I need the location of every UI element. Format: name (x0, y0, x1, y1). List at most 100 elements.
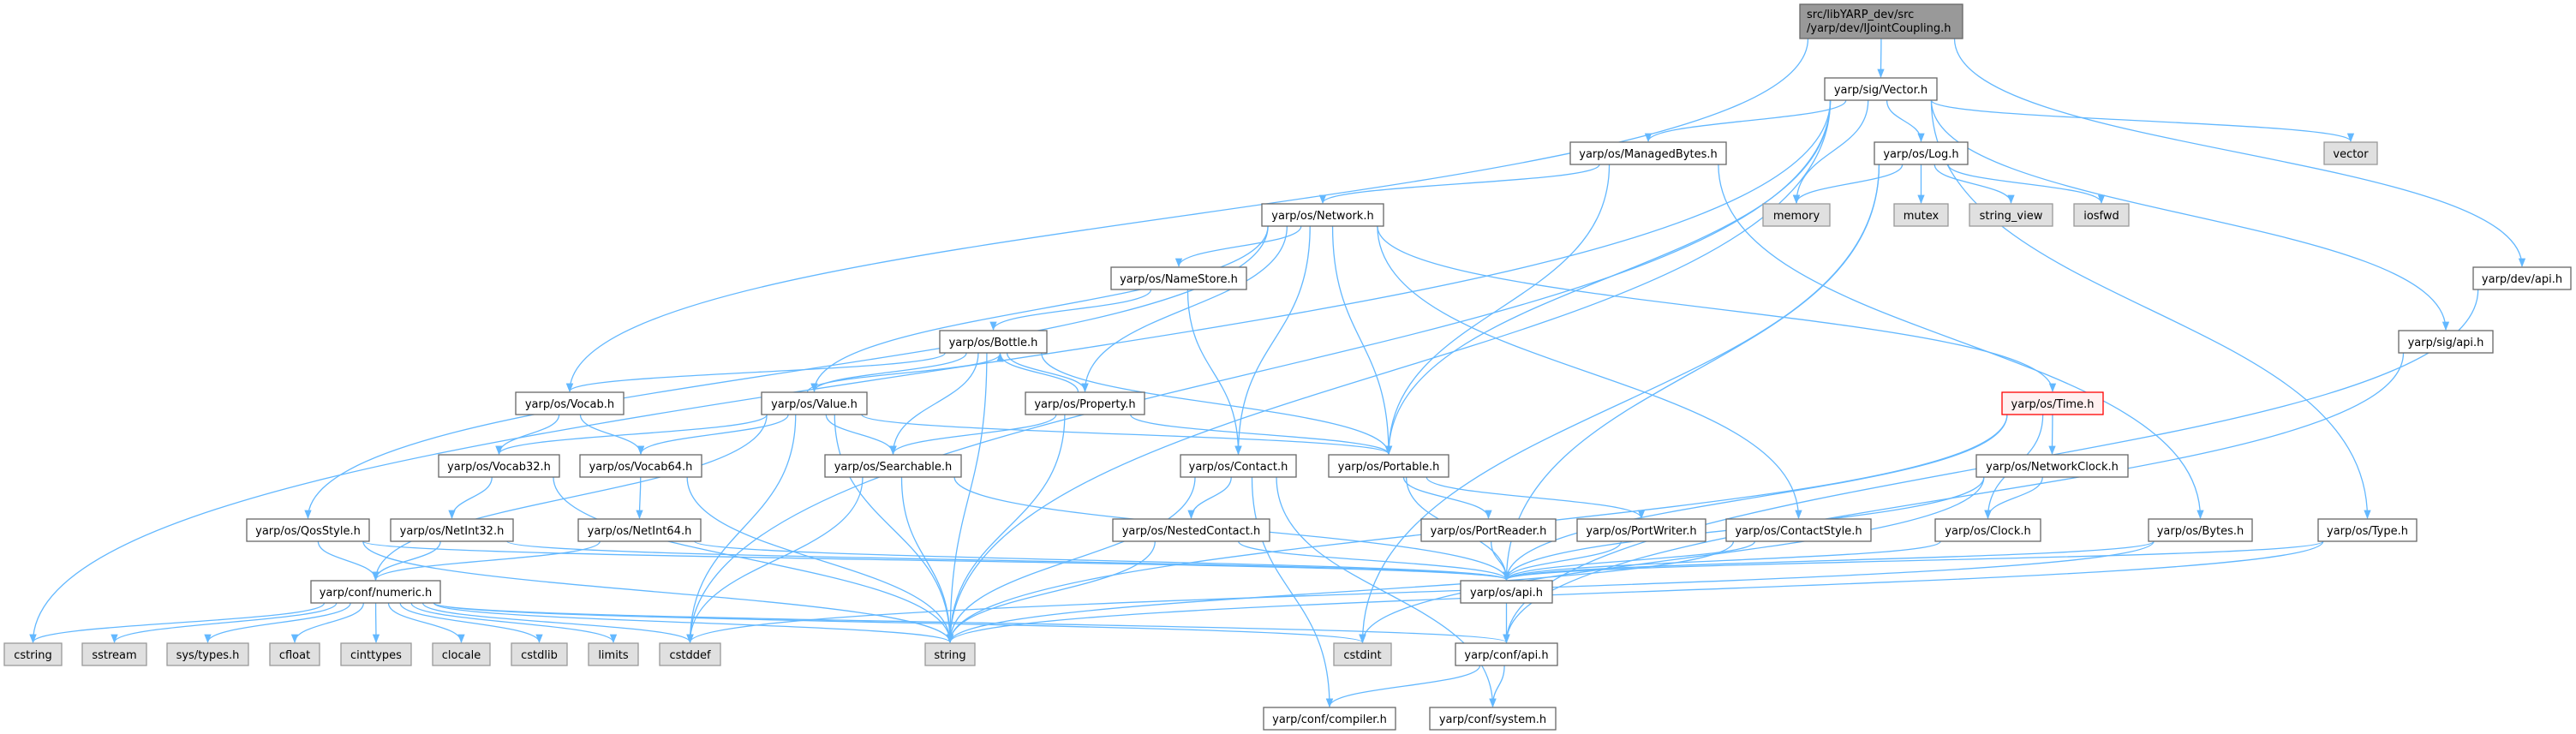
node-qosstyle[interactable]: yarp/os/QosStyle.h (246, 518, 370, 542)
node-nestedcontact[interactable]: yarp/os/NestedContact.h (1112, 518, 1270, 542)
edge-namestore-to-bottle (989, 289, 1152, 331)
node-box (1180, 454, 1297, 478)
node-value[interactable]: yarp/os/Value.h (761, 391, 868, 415)
node-box (824, 454, 962, 478)
node-box (340, 642, 412, 666)
edge-sigapi-to-confapi (1503, 352, 2405, 644)
node-contact[interactable]: yarp/os/Contact.h (1180, 454, 1297, 478)
node-cstddef: cstddef (659, 642, 721, 666)
node-portreader[interactable]: yarp/os/PortReader.h (1420, 518, 1557, 542)
edge-type-to-string (947, 540, 2324, 644)
node-label: yarp/os/Network.h (1271, 210, 1373, 223)
edge-netint64-to-osapi (694, 540, 1510, 582)
node-label: clocale (442, 649, 481, 662)
node-label: memory (1773, 210, 1820, 223)
node-box (390, 518, 514, 542)
edge-numeric-to-cstddef (421, 602, 694, 644)
node-osapi[interactable]: yarp/os/api.h (1460, 580, 1553, 604)
node-box (432, 642, 491, 666)
node-root[interactable]: src/libYARP_dev/src/yarp/dev/IJointCoupl… (1799, 3, 1963, 39)
node-managedbytes[interactable]: yarp/os/ManagedBytes.h (1569, 141, 1727, 165)
edge-vocab-to-vocab64 (579, 414, 645, 456)
node-label: yarp/os/Property.h (1034, 398, 1135, 411)
node-label: yarp/os/NetInt32.h (400, 525, 505, 538)
node-property[interactable]: yarp/os/Property.h (1025, 391, 1145, 415)
node-vector_h[interactable]: yarp/sig/Vector.h (1824, 77, 1938, 101)
edge-searchable-to-cstddef (686, 476, 864, 644)
node-compiler[interactable]: yarp/conf/compiler.h (1263, 707, 1396, 731)
node-cfloat: cfloat (269, 642, 320, 666)
node-label: string_view (1980, 210, 2043, 223)
node-portable[interactable]: yarp/os/Portable.h (1328, 454, 1449, 478)
node-label: yarp/os/Portable.h (1338, 461, 1440, 474)
node-label: yarp/os/PortWriter.h (1586, 525, 1696, 538)
node-confapi[interactable]: yarp/conf/api.h (1455, 642, 1558, 666)
edge-log-to-osapi (1503, 164, 1880, 582)
node-label: yarp/sig/Vector.h (1834, 84, 1928, 97)
node-label: string (934, 649, 965, 662)
node-label: yarp/os/Type.h (2327, 525, 2408, 538)
node-label: sstream (92, 649, 136, 662)
node-portwriter[interactable]: yarp/os/PortWriter.h (1576, 518, 1706, 542)
node-vocab[interactable]: yarp/os/Vocab.h (515, 391, 625, 415)
edge-confapi-to-system (1489, 665, 1505, 708)
node-limits: limits (588, 642, 639, 666)
node-searchable[interactable]: yarp/os/Searchable.h (824, 454, 962, 478)
node-time[interactable]: yarp/os/Time.h (2001, 391, 2104, 415)
edge-numeric-to-limits (410, 602, 618, 644)
node-sigapi[interactable]: yarp/sig/api.h (2398, 330, 2494, 354)
edge-vector_h-to-cstddef (686, 99, 1832, 644)
edge-bottle-to-searchable (889, 352, 979, 456)
edge-netint32-to-osapi (506, 540, 1510, 582)
edge-bytes-to-cstddef (686, 540, 2155, 644)
node-clock[interactable]: yarp/os/Clock.h (1934, 518, 2041, 542)
edge-qosstyle-to-string (362, 540, 954, 644)
node-type[interactable]: yarp/os/Type.h (2317, 518, 2418, 542)
node-clocale: clocale (432, 642, 491, 666)
node-box (2001, 391, 2104, 415)
edge-value-to-bottle (806, 352, 1004, 393)
node-box (2472, 266, 2572, 290)
edge-numeric-to-cfloat (290, 602, 364, 644)
node-memory: memory (1762, 203, 1831, 227)
node-log[interactable]: yarp/os/Log.h (1874, 141, 1969, 165)
edge-network-to-portable (1331, 225, 1393, 456)
node-netint32[interactable]: yarp/os/NetInt32.h (390, 518, 514, 542)
edge-managedbytes-to-portable (1384, 164, 1611, 456)
node-vector: vector (2323, 141, 2378, 165)
node-box (1725, 518, 1872, 542)
node-label: yarp/os/Clock.h (1945, 525, 2030, 538)
node-box (2398, 330, 2494, 354)
node-networkclock[interactable]: yarp/os/NetworkClock.h (1975, 454, 2129, 478)
node-devapi[interactable]: yarp/dev/api.h (2472, 266, 2572, 290)
node-bytes[interactable]: yarp/os/Bytes.h (2148, 518, 2253, 542)
node-cstdint: cstdint (1333, 642, 1392, 666)
node-vocab32[interactable]: yarp/os/Vocab32.h (438, 454, 560, 478)
node-label: yarp/os/QosStyle.h (255, 525, 361, 538)
node-box (1110, 266, 1247, 290)
node-label: sys/types.h (176, 649, 240, 662)
node-label: cstddef (669, 649, 711, 662)
node-netint64[interactable]: yarp/os/NetInt64.h (577, 518, 702, 542)
edge-log-to-iosfwd (1947, 164, 2106, 205)
node-box (1576, 518, 1706, 542)
node-contactstyle[interactable]: yarp/os/ContactStyle.h (1725, 518, 1872, 542)
node-label: yarp/os/Vocab.h (525, 398, 614, 411)
edge-vector_h-to-managedbytes (1644, 99, 1847, 143)
node-vocab64[interactable]: yarp/os/Vocab64.h (579, 454, 702, 478)
node-box (1824, 77, 1938, 101)
edge-networkclock-to-cstdint (1359, 476, 1985, 644)
node-box (3, 642, 63, 666)
node-system[interactable]: yarp/conf/system.h (1429, 707, 1557, 731)
edge-root-to-devapi (1953, 38, 2526, 268)
node-label: yarp/os/NetInt64.h (588, 525, 692, 538)
node-namestore[interactable]: yarp/os/NameStore.h (1110, 266, 1247, 290)
node-numeric[interactable]: yarp/conf/numeric.h (310, 580, 441, 604)
node-bottle[interactable]: yarp/os/Bottle.h (939, 330, 1048, 354)
node-box (1799, 3, 1963, 39)
node-box (577, 518, 702, 542)
node-network[interactable]: yarp/os/Network.h (1261, 203, 1384, 227)
edge-network-to-value (810, 225, 1269, 393)
edge-network-to-namestore (1174, 225, 1302, 268)
